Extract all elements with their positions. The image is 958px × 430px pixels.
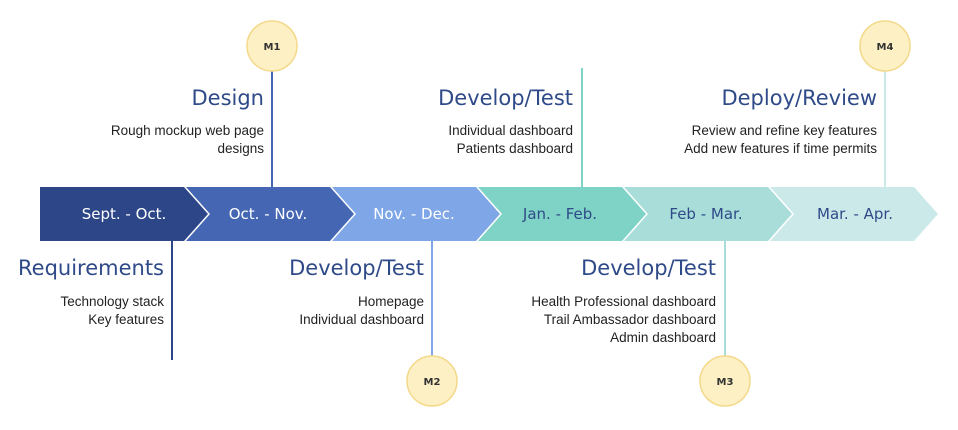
milestone-1-label: M1 — [264, 42, 281, 53]
period-label-5: Feb - Mar. — [669, 205, 742, 223]
phase-item: Admin dashboard — [610, 330, 716, 345]
period-arrow-5 — [624, 187, 792, 241]
phase-title-design: Design — [191, 86, 264, 110]
period-label-6: Mar. - Apr. — [817, 205, 893, 223]
period-arrow-1 — [40, 187, 208, 241]
period-arrow-6 — [770, 187, 938, 241]
period-label-4: Jan. - Feb. — [522, 205, 597, 223]
milestone-1-circle — [246, 20, 298, 72]
milestone-3-label: M3 — [717, 377, 734, 388]
phase-title-develop-test-2: Develop/Test — [438, 86, 573, 110]
phase-item: Trail Ambassador dashboard — [543, 312, 716, 327]
period-arrow-2 — [186, 187, 354, 241]
phase-item: Health Professional dashboard — [531, 294, 716, 309]
phase-item: Individual dashboard — [299, 312, 424, 327]
phase-item: Key features — [88, 312, 164, 327]
milestone-3-circle — [699, 355, 751, 407]
phase-title-develop-test-1: Develop/Test — [289, 256, 424, 280]
phase-item: Individual dashboard — [448, 123, 573, 138]
phase-title-requirements: Requirements — [18, 256, 164, 280]
milestone-4-circle — [859, 20, 911, 72]
period-arrow-4 — [478, 187, 646, 241]
period-label-2: Oct. - Nov. — [229, 205, 308, 223]
period-label-1: Sept. - Oct. — [82, 205, 167, 223]
phase-item: Review and refine key features — [691, 123, 877, 138]
phase-item: Technology stack — [60, 294, 164, 309]
phase-item: Patients dashboard — [456, 141, 573, 156]
phase-item: Homepage — [357, 294, 424, 309]
phase-title-deploy-review: Deploy/Review — [721, 86, 877, 110]
milestone-2-label: M2 — [424, 377, 441, 388]
period-arrow-3 — [332, 187, 500, 241]
milestone-2-circle — [406, 355, 458, 407]
period-label-3: Nov. - Dec. — [373, 205, 455, 223]
milestone-4-label: M4 — [877, 42, 894, 53]
phase-title-develop-test-3: Develop/Test — [581, 256, 716, 280]
phase-item: designs — [217, 141, 264, 156]
phase-item: Add new features if time permits — [684, 141, 877, 156]
phase-item: Rough mockup web page — [110, 123, 264, 138]
